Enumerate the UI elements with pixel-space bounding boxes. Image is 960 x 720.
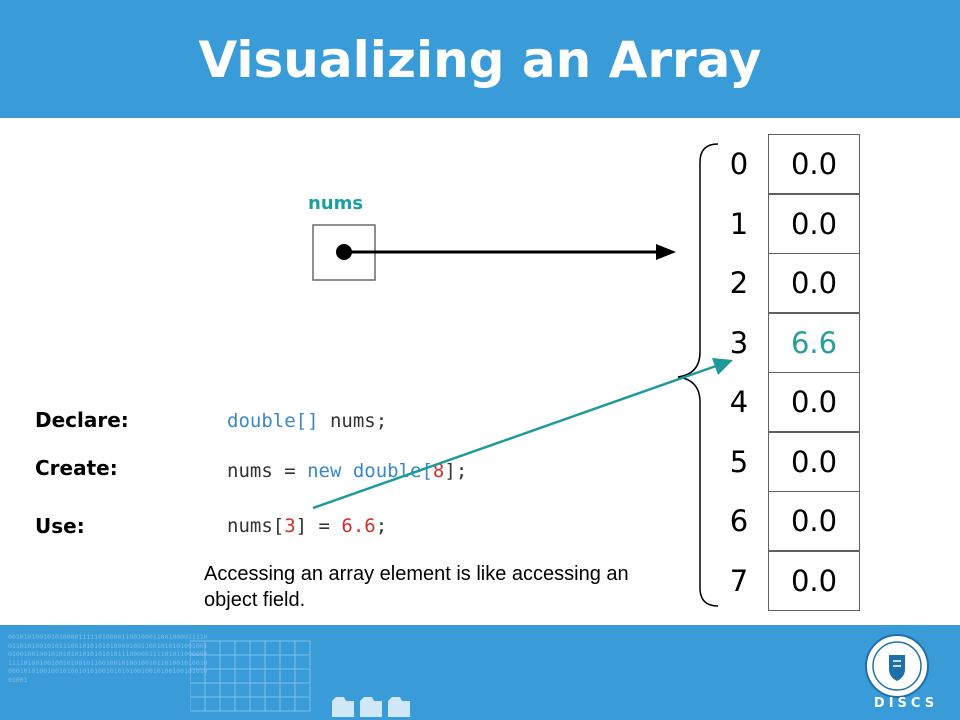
slide-header: Visualizing an Array [0,0,960,118]
array-cell: 0.0 [768,431,860,492]
create-size: 8 [432,460,445,482]
access-arrowhead [712,358,733,375]
array-index: 1 [729,206,749,241]
array-cell: 0.0 [768,134,860,194]
array-index: 5 [729,444,749,479]
array-cell: 0.0 [768,193,860,254]
array-brace [677,143,719,607]
grid-graphic-icon [190,640,410,717]
use-post: ; [375,515,388,537]
array-index: 0 [729,147,749,181]
variable-label: nums [308,193,364,214]
footer-logo-text: DISCS [873,696,939,711]
slide-title: Visualizing an Array [198,31,762,89]
caption-text: Accessing an array element is like acces… [204,563,629,611]
create-pre: nums = [227,460,308,482]
use-code: nums[3] = 6.6; [227,515,387,537]
array-index: 7 [729,563,749,598]
declare-label: Declare: [35,408,129,432]
array-cell: 6.6 [768,312,860,373]
use-label: Use: [35,514,85,538]
use-index: 3 [284,515,296,537]
create-new: new double[ [307,460,433,482]
declare-type: double[] [227,410,319,432]
array-cell: 0.0 [768,491,860,551]
array-cell: 0.0 [768,372,860,432]
array-index: 4 [729,385,749,419]
binary-pattern: 0010101001010100001111101000011001000110… [8,633,208,684]
reference-arrowhead [656,244,676,260]
array-cell: 0.0 [768,550,860,611]
use-value: 6.6 [341,515,376,537]
array-index: 3 [729,325,749,360]
declare-code: double[] nums; [227,410,387,432]
array-index: 6 [729,504,749,538]
array-cell: 0.0 [768,253,860,313]
create-post: ]; [444,460,468,482]
create-label: Create: [35,456,118,480]
slide-footer: 0010101001010100001111101000011001000110… [0,625,960,720]
access-arrow-line [312,364,717,510]
use-mid: ] = [295,515,342,537]
declare-rest: nums; [318,410,388,432]
seal-logo-icon [865,634,929,698]
create-code: nums = new double[8]; [227,460,467,482]
array-index: 2 [729,266,749,300]
use-pre: nums[ [227,515,285,537]
